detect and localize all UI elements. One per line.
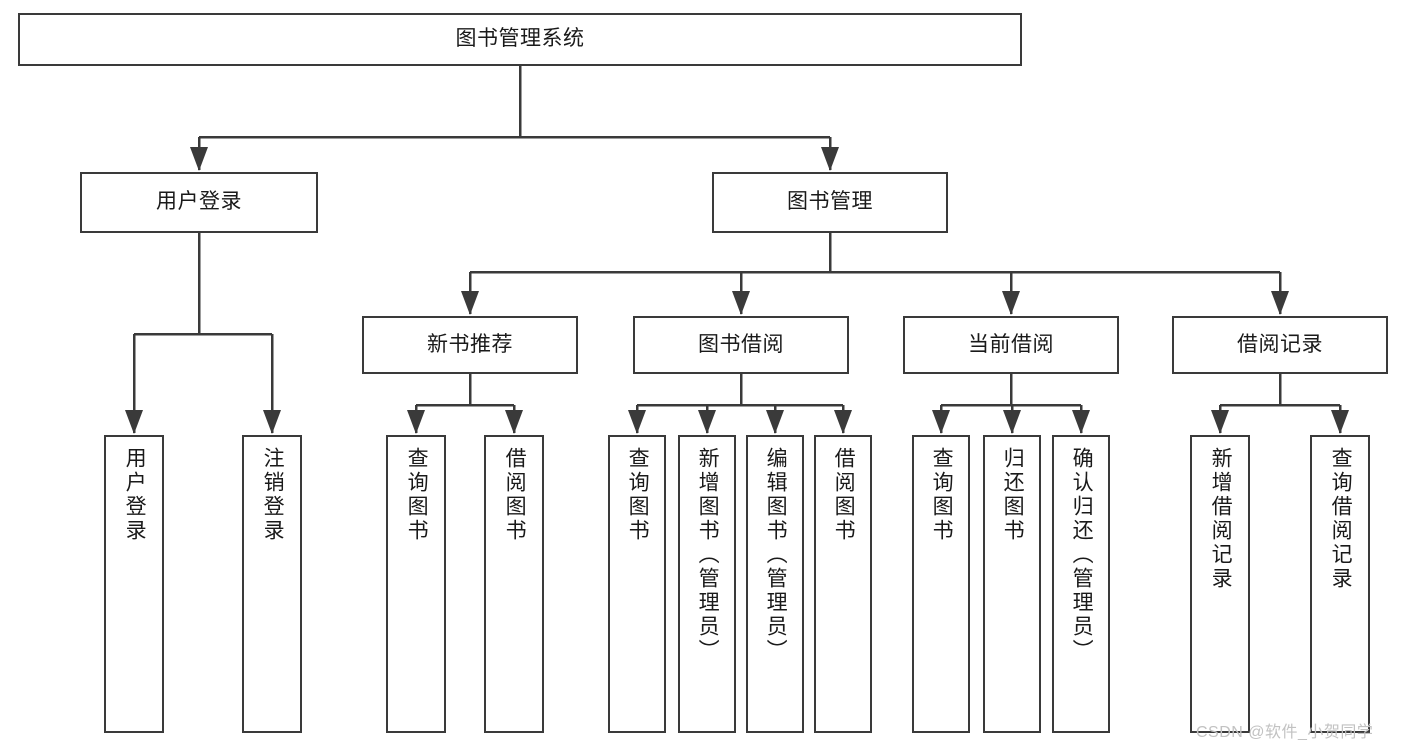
node-leaf-user-login[interactable]: 用户登录: [104, 435, 164, 733]
node-new-book-rec[interactable]: 新书推荐: [362, 316, 578, 374]
node-label-leaf-add-record: 新增借阅记录: [1209, 447, 1233, 591]
node-label-leaf-query-record: 查询借阅记录: [1329, 447, 1353, 591]
node-leaf-query-record[interactable]: 查询借阅记录: [1310, 435, 1370, 733]
node-label-leaf-borrow-book-1: 借阅图书: [503, 447, 527, 543]
watermark-text: CSDN @软件_小贺同学: [1196, 724, 1374, 741]
node-root[interactable]: 图书管理系统: [18, 13, 1022, 66]
node-label-leaf-query-book-3: 查询图书: [930, 447, 954, 543]
node-label-current-borrow: 当前借阅: [968, 332, 1054, 356]
node-label-borrow-record: 借阅记录: [1237, 332, 1323, 356]
node-leaf-query-book-1[interactable]: 查询图书: [386, 435, 446, 733]
node-leaf-query-book-2[interactable]: 查询图书: [608, 435, 666, 733]
node-label-leaf-edit-book: 编辑图书（管理员）: [764, 447, 788, 663]
node-current-borrow[interactable]: 当前借阅: [903, 316, 1119, 374]
node-leaf-add-record[interactable]: 新增借阅记录: [1190, 435, 1250, 733]
node-label-leaf-borrow-book-2: 借阅图书: [832, 447, 856, 543]
node-label-leaf-query-book-1: 查询图书: [405, 447, 429, 543]
node-label-leaf-user-login: 用户登录: [123, 447, 147, 543]
node-borrow-record[interactable]: 借阅记录: [1172, 316, 1388, 374]
node-label-leaf-query-book-2: 查询图书: [626, 447, 650, 543]
node-label-leaf-return-book: 归还图书: [1001, 447, 1025, 543]
node-book-borrow[interactable]: 图书借阅: [633, 316, 849, 374]
node-book-manage[interactable]: 图书管理: [712, 172, 948, 233]
node-label-leaf-add-book: 新增图书（管理员）: [696, 447, 720, 663]
node-label-user-login: 用户登录: [156, 190, 242, 214]
node-leaf-edit-book[interactable]: 编辑图书（管理员）: [746, 435, 804, 733]
node-label-leaf-confirm-return: 确认归还（管理员）: [1070, 447, 1094, 663]
node-label-book-borrow: 图书借阅: [698, 332, 784, 356]
node-label-book-manage: 图书管理: [787, 190, 873, 214]
node-label-new-book-rec: 新书推荐: [427, 332, 513, 356]
node-leaf-borrow-book-2[interactable]: 借阅图书: [814, 435, 872, 733]
node-leaf-user-logout[interactable]: 注销登录: [242, 435, 302, 733]
node-leaf-confirm-return[interactable]: 确认归还（管理员）: [1052, 435, 1110, 733]
node-leaf-query-book-3[interactable]: 查询图书: [912, 435, 970, 733]
node-user-login[interactable]: 用户登录: [80, 172, 318, 233]
node-label-root: 图书管理系统: [455, 27, 585, 51]
node-label-leaf-user-logout: 注销登录: [261, 447, 285, 543]
node-leaf-return-book[interactable]: 归还图书: [983, 435, 1041, 733]
node-leaf-borrow-book-1[interactable]: 借阅图书: [484, 435, 544, 733]
node-leaf-add-book[interactable]: 新增图书（管理员）: [678, 435, 736, 733]
